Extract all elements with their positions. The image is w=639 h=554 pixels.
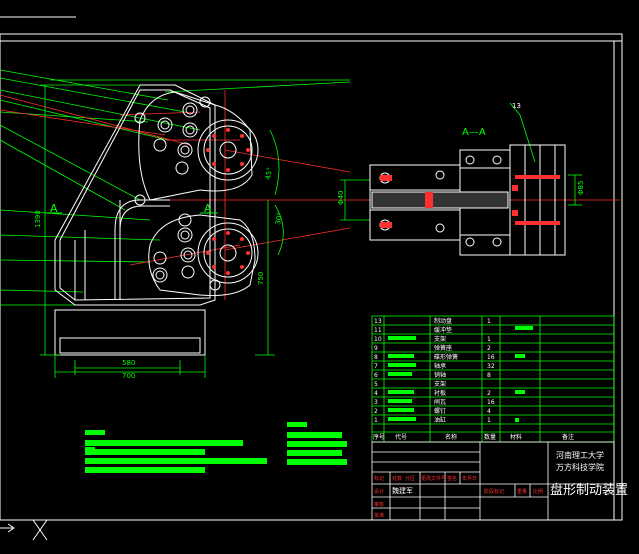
label-weight: 重量 bbox=[517, 488, 527, 495]
row-qty: 1 bbox=[487, 336, 491, 343]
label-designer: 设计 bbox=[374, 488, 384, 495]
row-no: 3 bbox=[374, 399, 378, 406]
label-change: 更改文件号 bbox=[421, 475, 446, 482]
label-date: 年月日 bbox=[462, 475, 477, 482]
row-name: 衬板 bbox=[434, 389, 446, 397]
parts-table-fill bbox=[388, 326, 533, 422]
row-name: 缓冲垫 bbox=[434, 326, 452, 334]
dim-45: 45° bbox=[264, 167, 274, 181]
label-stage: 阶段标记 bbox=[484, 488, 504, 495]
row-name: 螺钉 bbox=[434, 407, 446, 415]
label-count: 处数 bbox=[392, 475, 402, 482]
title-block-labels: 标记 处数 分区 更改文件号 签名 年月日 设计 阶段标记 重量 比例 审核 批… bbox=[374, 475, 543, 519]
row-qty: 32 bbox=[487, 363, 495, 370]
header-note: 备注 bbox=[562, 433, 574, 441]
row-name: 支架 bbox=[434, 335, 446, 343]
label-zone: 分区 bbox=[405, 475, 415, 482]
label-sign: 签名 bbox=[447, 475, 457, 482]
balloon-13: 13 bbox=[512, 102, 521, 110]
row-no: 4 bbox=[374, 390, 378, 397]
header-no: 序号 bbox=[373, 433, 385, 441]
tech-notes-left bbox=[85, 430, 267, 473]
center-lines bbox=[0, 90, 620, 300]
row-no: 13 bbox=[374, 318, 382, 325]
dim-shaft: Φ40 bbox=[337, 191, 345, 205]
caliper-frame bbox=[54, 84, 216, 356]
header-name: 名称 bbox=[445, 433, 457, 441]
parts-table-grid bbox=[371, 315, 615, 443]
dim-580: 580 bbox=[122, 359, 135, 367]
row-no: 2 bbox=[374, 408, 378, 415]
row-no: 11 bbox=[374, 327, 382, 334]
row-no: 1 bbox=[374, 417, 378, 424]
upper-brake-arm bbox=[134, 91, 259, 206]
row-qty: 1 bbox=[487, 417, 491, 424]
upper-flange-bolts bbox=[206, 128, 250, 172]
school-line2: 万方科技学院 bbox=[556, 462, 604, 472]
row-name: 油缸 bbox=[434, 416, 446, 424]
row-qty: 16 bbox=[487, 399, 495, 406]
row-no: 10 bbox=[374, 336, 382, 343]
section-label: A—A bbox=[462, 127, 486, 138]
lower-brake-arm bbox=[148, 213, 259, 296]
row-qty: 4 bbox=[487, 408, 491, 415]
row-name: 制动盘 bbox=[434, 317, 452, 325]
leader-lines bbox=[0, 69, 536, 306]
ucs-icon bbox=[0, 519, 48, 541]
row-qty: 2 bbox=[487, 390, 491, 397]
row-no: 9 bbox=[374, 345, 378, 352]
section-red-marks bbox=[380, 175, 560, 228]
row-no: 6 bbox=[374, 372, 378, 379]
dim-1390: 1390 bbox=[34, 210, 42, 228]
row-qty: 8 bbox=[487, 372, 491, 379]
tech-notes-right bbox=[287, 422, 347, 465]
row-qty: 16 bbox=[487, 354, 495, 361]
row-qty: 1 bbox=[487, 318, 491, 325]
dim-700: 700 bbox=[122, 372, 135, 380]
view-marker-a-left: A bbox=[50, 202, 58, 215]
school-line1: 河南理工大学 bbox=[556, 450, 604, 460]
row-no: 8 bbox=[374, 354, 378, 361]
parts-header: 序号 代号 名称 数量 材料 备注 bbox=[373, 433, 574, 441]
row-name: 轴承 bbox=[434, 362, 446, 370]
header-qty: 数量 bbox=[484, 433, 496, 441]
title-block-grid bbox=[371, 441, 615, 521]
row-name: 支架 bbox=[434, 380, 446, 388]
dim-30: 30° bbox=[274, 212, 284, 226]
row-name: 闸瓦 bbox=[434, 398, 446, 406]
section-view bbox=[369, 144, 566, 256]
label-check: 审核 bbox=[374, 501, 384, 508]
row-no: 5 bbox=[374, 381, 378, 388]
view-marker-a-right: A bbox=[204, 202, 212, 215]
label-mark: 标记 bbox=[374, 475, 384, 482]
lower-flange-bolts bbox=[206, 231, 250, 275]
header-material: 材料 bbox=[510, 433, 522, 441]
outer-frame bbox=[0, 33, 623, 521]
parts-rows: 13 制动盘 1 11 缓冲垫 10 支架 1 9 弹簧座 2 8 碟形弹簧 1… bbox=[374, 317, 495, 424]
row-qty: 2 bbox=[487, 345, 491, 352]
row-name: 碟形弹簧 bbox=[434, 353, 458, 361]
label-scale: 比例 bbox=[533, 488, 543, 495]
dim-right: Φ85 bbox=[577, 181, 585, 195]
dimension-lines bbox=[40, 84, 582, 378]
dim-750: 750 bbox=[257, 272, 265, 285]
header-code: 代号 bbox=[395, 433, 407, 441]
drawing-title: 盘形制动装置 bbox=[550, 482, 628, 498]
row-no: 7 bbox=[374, 363, 378, 370]
drawer-name: 魏建军 bbox=[392, 486, 413, 495]
label-approve: 批准 bbox=[374, 512, 384, 519]
drawing-title-part1: 盘形制动装置 bbox=[550, 482, 628, 498]
row-name: 销轴 bbox=[434, 371, 446, 379]
row-name: 弹簧座 bbox=[434, 344, 452, 352]
